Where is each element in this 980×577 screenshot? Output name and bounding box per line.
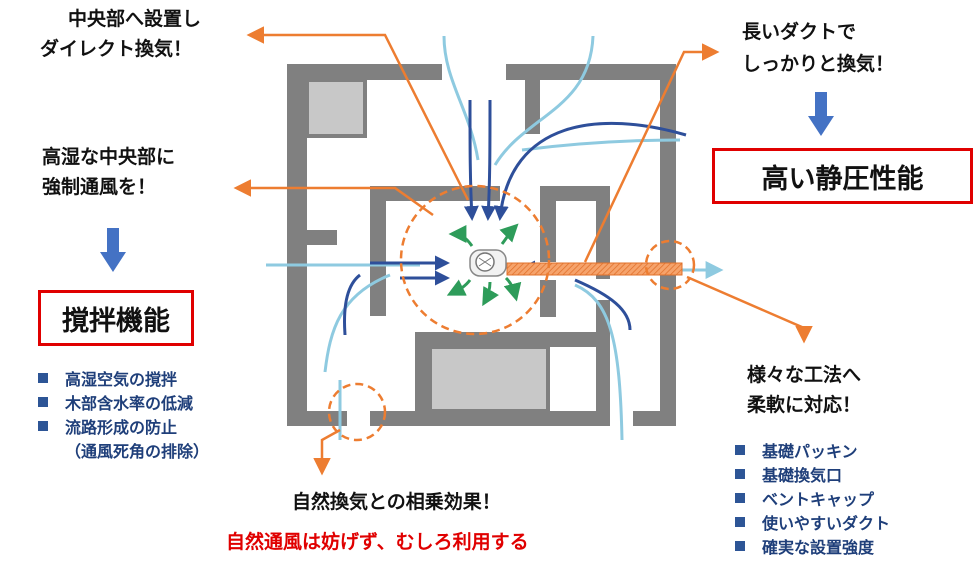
feature-stirring-label: 撹拌機能 bbox=[62, 305, 170, 337]
bullet-square-icon bbox=[735, 469, 745, 479]
callout-humid-center-1: 高湿な中央部に bbox=[42, 146, 176, 168]
fan-unit bbox=[469, 249, 507, 277]
callout-flexible-method-1: 様々な工法へ bbox=[747, 364, 862, 386]
stirring-arrows bbox=[446, 223, 522, 307]
bullet-square-icon bbox=[735, 541, 745, 551]
forced-airflow bbox=[342, 99, 687, 336]
feature-static-pressure-label: 高い静圧性能 bbox=[761, 163, 924, 195]
list-item: ベントキャップ bbox=[735, 486, 890, 510]
method-list: 基礎パッキン 基礎換気口 ベントキャップ 使いやすいダクト 確実な設置強度 bbox=[735, 438, 890, 558]
list-item: 基礎換気口 bbox=[735, 462, 890, 486]
list-item: 木部含水率の低減 bbox=[38, 390, 209, 414]
down-arrow-icon bbox=[808, 92, 834, 136]
callout-center-install-2: ダイレクト換気！ bbox=[40, 38, 193, 60]
bullet-square-icon bbox=[38, 373, 48, 383]
feature-stirring: 撹拌機能 bbox=[38, 290, 194, 346]
highlight-circles bbox=[327, 184, 696, 442]
down-arrow-icon bbox=[100, 228, 126, 272]
list-item: 基礎パッキン bbox=[735, 438, 890, 462]
stirring-benefits-list: 高湿空気の撹拌 木部含水率の低減 流路形成の防止 （通風死角の排除） bbox=[38, 366, 209, 462]
list-item: 使いやすいダクト bbox=[735, 510, 890, 534]
callout-long-duct-2: しっかりと換気！ bbox=[742, 53, 895, 75]
room-block-top-left bbox=[305, 78, 367, 138]
room-block-bottom bbox=[428, 345, 550, 413]
list-item: （通風死角の排除） bbox=[65, 442, 210, 461]
callout-long-duct-1: 長いダクトで bbox=[742, 21, 857, 43]
feature-static-pressure: 高い静圧性能 bbox=[712, 148, 973, 204]
long-duct bbox=[506, 262, 683, 276]
list-item: 高湿空気の撹拌 bbox=[38, 366, 209, 390]
list-item: 流路形成の防止 bbox=[38, 414, 209, 438]
list-item: 確実な設置強度 bbox=[735, 534, 890, 558]
bottom-natural-draft-note: 自然通風は妨げず、むしろ利用する bbox=[226, 531, 529, 553]
bullet-square-icon bbox=[735, 517, 745, 527]
bullet-square-icon bbox=[735, 445, 745, 455]
bullet-square-icon bbox=[735, 493, 745, 503]
callout-center-install-1: 中央部へ設置し bbox=[68, 8, 202, 30]
foundation-walls bbox=[287, 64, 676, 426]
bullet-square-icon bbox=[38, 421, 48, 431]
bottom-synergy-title: 自然換気との相乗効果！ bbox=[292, 491, 501, 513]
bullet-square-icon bbox=[38, 397, 48, 407]
callout-pointers bbox=[233, 26, 813, 476]
callout-humid-center-2: 強制通風を！ bbox=[42, 176, 157, 198]
callout-flexible-method-2: 柔軟に対応！ bbox=[747, 394, 862, 416]
